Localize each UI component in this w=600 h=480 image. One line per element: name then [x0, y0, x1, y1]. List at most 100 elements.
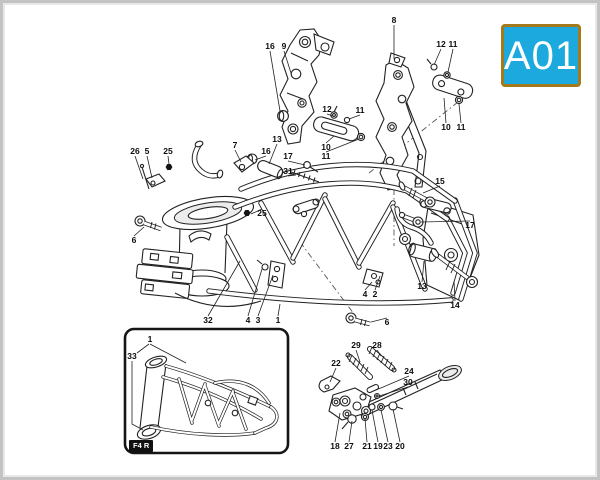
part-number-callout: 3	[256, 315, 261, 325]
sidestand-assembly-drawing	[318, 346, 462, 430]
part-number-callout: 10	[321, 142, 331, 152]
callout-leader-line	[355, 349, 361, 363]
part-number-callout: 16	[261, 146, 271, 156]
part-number-callout: 7	[233, 140, 238, 150]
part-number-callout: 25	[163, 146, 173, 156]
callout-leader-line	[329, 367, 337, 383]
callout-leader-line	[422, 185, 441, 194]
callout-leader-line	[167, 155, 170, 165]
part-number-callout: 1	[276, 315, 281, 325]
page-code-badge: A01	[501, 24, 581, 87]
part-number-callout: 17	[465, 220, 475, 230]
callout-leader-line	[254, 155, 267, 161]
part-number-callout: 30	[403, 377, 413, 387]
part-number-callout: 28	[372, 340, 382, 350]
callout-leader-line	[131, 361, 144, 431]
part-number-callout: 29	[351, 340, 361, 350]
part-number-callout: 15	[435, 176, 445, 186]
callout-leader-line	[378, 386, 409, 397]
callout-leader-line	[348, 114, 361, 120]
variant-badge: F4 R	[129, 440, 154, 452]
part-number-callout: 11	[457, 122, 466, 132]
part-number-callout: 19	[373, 441, 383, 451]
callout-leader-line	[376, 349, 382, 357]
mount-bracket-small-right	[426, 58, 474, 105]
part-number-callout: 20	[395, 441, 405, 451]
callout-leader-line	[375, 375, 410, 391]
callout-leader-line	[146, 155, 153, 179]
part-number-callout: 4	[363, 289, 368, 299]
part-number-callout: 17	[283, 151, 293, 161]
callout-leader-line	[250, 208, 263, 215]
part-number-callout: 6	[385, 317, 390, 327]
part-number-callout: 11	[449, 39, 458, 49]
part-number-callout: 4	[246, 315, 251, 325]
callout-leader-line	[334, 412, 341, 443]
callout-leader-line	[257, 274, 274, 317]
callout-leader-line	[364, 281, 373, 291]
callout-leader-line	[287, 160, 306, 166]
part-number-callout: 18	[330, 441, 340, 451]
part-number-callout: 6	[132, 235, 137, 245]
callout-leader-line	[370, 317, 388, 323]
part-number-callout: 14	[450, 300, 460, 310]
exploded-diagram: 1698121110111211101113167173126525256151…	[123, 15, 480, 455]
callout-leader-line	[283, 50, 292, 74]
part-number-callout: 8	[392, 15, 397, 25]
callout-leader-line	[268, 143, 278, 165]
callout-leader-line	[380, 409, 389, 443]
part-number-callout: 11	[322, 151, 331, 161]
part-number-callout: 11	[356, 105, 365, 115]
part-number-callout: 1	[148, 334, 153, 344]
inset-frame-drawing	[123, 327, 290, 455]
callout-leader-line	[326, 113, 334, 117]
part-number-callout: 13	[417, 281, 427, 291]
callout-leader-line	[447, 48, 454, 73]
callout-leader-line	[207, 260, 241, 317]
callout-leader-line	[149, 343, 187, 364]
part-number-callout: 5	[145, 146, 150, 156]
fasteners-drawing	[134, 153, 479, 327]
part-number-callout: 12	[322, 104, 332, 114]
part-number-callout: 27	[344, 441, 354, 451]
part-number-callout: 32	[203, 315, 213, 325]
callout-leader-line	[287, 174, 297, 177]
part-number-callout: 12	[436, 39, 446, 49]
part-number-callout: 26	[130, 146, 140, 156]
callout-leader-line	[325, 135, 335, 144]
callout-leader-line	[374, 275, 381, 291]
part-number-callout: 10	[441, 122, 451, 132]
steering-head-drawing	[135, 140, 262, 307]
callout-leader-line	[325, 138, 360, 153]
part-number-callout: 9	[282, 41, 287, 51]
part-number-callout: 24	[404, 366, 414, 376]
callout-leader-line	[443, 97, 447, 124]
callout-leader-line	[269, 50, 281, 112]
mount-bracket-small-left	[313, 105, 366, 142]
callout-leader-line	[234, 149, 242, 163]
part-number-callout: 22	[331, 358, 341, 368]
callout-leader-line	[247, 268, 263, 317]
callout-leader-line	[133, 226, 145, 237]
part-number-callout: 21	[362, 441, 372, 451]
callout-leader-line	[433, 48, 442, 66]
callout-leader-line	[371, 409, 379, 443]
callout-leader-line	[134, 155, 144, 180]
part-number-callout: 25	[257, 208, 267, 218]
part-number-callout: 31	[283, 166, 293, 176]
part-number-callout: 23	[383, 441, 393, 451]
callout-leader-line	[420, 220, 471, 223]
callout-leader-line	[421, 260, 425, 283]
part-number-callout: 13	[272, 134, 282, 144]
callout-leader-line	[364, 418, 368, 443]
engine-bracket-left-drawing	[277, 28, 335, 145]
callout-leader-line	[277, 303, 281, 317]
page-code-label: A01	[503, 33, 579, 78]
part-number-callout: 33	[127, 351, 137, 361]
callout-leader-line	[458, 103, 462, 124]
part-number-callout: 2	[373, 289, 378, 299]
part-number-callout: 16	[265, 41, 275, 51]
callout-leader-line	[392, 408, 401, 443]
